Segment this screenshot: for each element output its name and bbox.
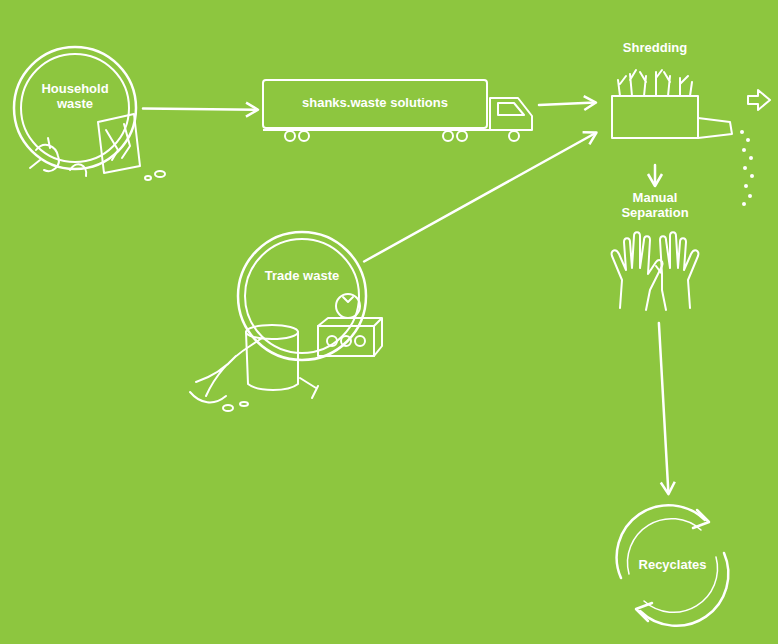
brush-bristles	[190, 392, 226, 402]
scrap-dot	[223, 405, 233, 411]
node-label: shanks.waste solutions	[270, 95, 480, 110]
recycle-loop: Recyclates	[605, 498, 740, 633]
brush	[196, 338, 262, 396]
flow-arrow	[659, 323, 669, 493]
node-label: Trade waste	[247, 268, 357, 283]
waste-source-circle: Trade waste	[236, 230, 368, 362]
flow-arrow	[539, 103, 595, 105]
node-label: Shredding	[600, 40, 710, 55]
tomato-stalk	[343, 297, 353, 302]
flow-arrow	[364, 133, 595, 262]
outgoing-arrow	[748, 90, 770, 110]
shredded-particles	[740, 130, 754, 206]
waste-source-circle-outline	[236, 230, 368, 362]
node-label: Manual Separation	[600, 190, 710, 220]
node-label: Recyclates	[618, 557, 728, 572]
paint-can	[246, 332, 298, 390]
shredder: Shredding	[600, 40, 710, 160]
scrap-dot	[155, 171, 165, 177]
brick-hole	[355, 336, 365, 346]
scrap-dot	[240, 402, 248, 406]
waste-source-circle: Household waste	[12, 45, 138, 171]
truck-trailer-outline	[262, 78, 534, 144]
truck-trailer: shanks.waste solutions	[262, 78, 534, 144]
shredder-outline	[600, 40, 710, 160]
flow-arrow	[143, 109, 257, 110]
node-label: Household waste	[32, 81, 118, 111]
scrap-dot	[145, 176, 151, 180]
flow-arrow	[654, 165, 657, 185]
sorting-step: Manual Separation	[600, 190, 710, 318]
nail	[300, 378, 318, 398]
